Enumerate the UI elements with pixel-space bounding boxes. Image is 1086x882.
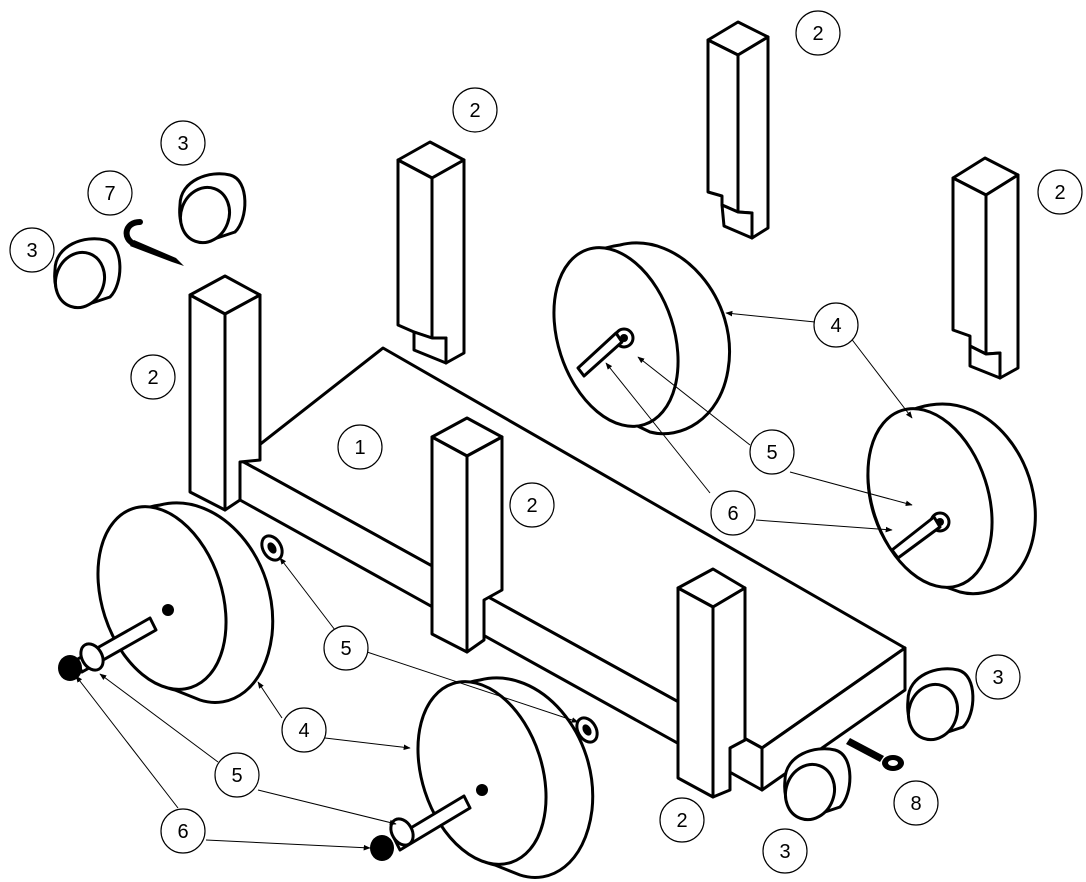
post-loose-right	[951, 156, 1020, 380]
svg-text:3: 3	[992, 667, 1003, 689]
wheel-front-center	[370, 676, 595, 879]
cap-top-left-b	[53, 237, 122, 310]
callout-2-right: 2	[1037, 169, 1083, 215]
wheel-front-right	[866, 402, 1037, 596]
key-pin	[846, 738, 904, 771]
svg-text:3: 3	[779, 841, 790, 863]
callout-2-top: 2	[795, 10, 841, 56]
wheel-front-left	[58, 501, 275, 704]
callout-2-center: 2	[509, 482, 555, 528]
callout-5-bottom: 5	[214, 752, 260, 798]
callout-6-right: 6	[710, 490, 756, 536]
leader-lines	[75, 310, 913, 851]
callout-3-right: 3	[975, 654, 1021, 700]
svg-text:1: 1	[354, 437, 365, 459]
callout-2-bottom: 2	[659, 797, 705, 843]
svg-text:5: 5	[231, 765, 242, 787]
post-loose-middle	[396, 140, 466, 365]
svg-text:2: 2	[676, 810, 687, 832]
callout-2-left: 2	[130, 354, 176, 400]
post-loose-top	[706, 20, 770, 240]
post-back-left	[188, 274, 262, 512]
svg-text:7: 7	[104, 183, 115, 205]
svg-text:5: 5	[340, 638, 351, 660]
washer-front	[575, 716, 599, 744]
svg-text:6: 6	[727, 503, 738, 525]
callout-7: 7	[87, 170, 133, 216]
cap-bottom-right-b	[783, 747, 852, 822]
callout-3-top: 3	[160, 120, 206, 166]
svg-text:4: 4	[830, 315, 841, 337]
svg-text:5: 5	[766, 442, 777, 464]
callout-5-right: 5	[749, 429, 795, 475]
callout-5-middle: 5	[323, 625, 369, 671]
callout-2-middle: 2	[452, 87, 498, 133]
svg-text:4: 4	[298, 720, 309, 742]
cap-bottom-right-a	[906, 667, 975, 742]
svg-text:2: 2	[469, 100, 480, 122]
washer-left	[260, 534, 284, 562]
wheel-back-right	[552, 241, 731, 436]
callout-3-bottom: 3	[762, 828, 808, 874]
svg-text:2: 2	[1054, 182, 1065, 204]
cap-top-left-a	[178, 172, 247, 245]
post-front-right	[676, 567, 747, 799]
svg-text:2: 2	[526, 495, 537, 517]
post-center	[430, 416, 504, 654]
svg-text:2: 2	[812, 23, 823, 45]
svg-text:6: 6	[177, 821, 188, 843]
callout-1: 1	[337, 424, 383, 470]
callout-6-bottom-left: 6	[160, 808, 206, 854]
hook-screw	[123, 219, 184, 266]
callout-3-left: 3	[9, 227, 55, 273]
svg-text:3: 3	[177, 133, 188, 155]
callout-4-bottom: 4	[281, 707, 327, 753]
svg-text:8: 8	[910, 793, 921, 815]
callout-4-top: 4	[813, 302, 859, 348]
svg-text:3: 3	[26, 240, 37, 262]
callout-8: 8	[893, 780, 939, 826]
svg-text:2: 2	[147, 367, 158, 389]
